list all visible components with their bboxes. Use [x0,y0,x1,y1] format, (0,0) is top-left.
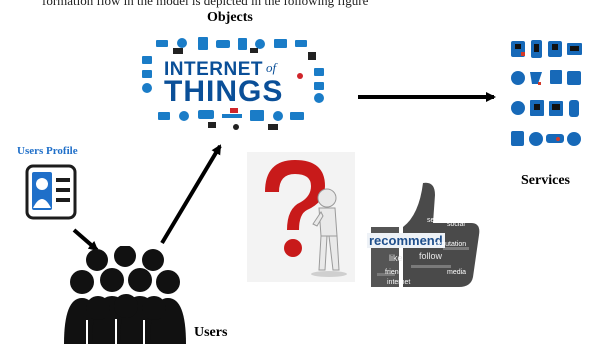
iot-word-of: of [266,60,277,75]
recommend-thumbs-up-cloud: recommend like follow friend social medi… [363,177,483,297]
iot-word-internet: INTERNET [164,59,263,80]
tag-reputation: reputation [435,241,467,248]
services-label: Services [521,173,570,188]
tag-seo: seo [427,217,439,224]
question-mark-icon [265,160,325,230]
objects-label: Objects [207,10,253,25]
services-icon-grid [508,38,588,158]
users-label: Users [194,325,228,340]
iot-icons-cluster [142,37,324,130]
tag-like: like [389,253,403,263]
tag-follow: follow [419,251,443,261]
iot-logo: INTERNET of THINGS [138,34,328,134]
figure-caption: formation flow in the model is depicted … [42,0,369,8]
thinking-figure-image [247,152,355,282]
iot-word-things: THINGS [164,75,284,108]
tag-internet: internet [387,279,411,286]
users-profile-label: Users Profile [17,145,78,157]
profile-card-icon [25,164,77,220]
users-group-icon [62,245,188,344]
arrow-users-to-iot [160,144,222,245]
tag-friend: friend [385,269,403,276]
arrow-profile-to-users [72,228,99,252]
tag-media: media [447,269,467,276]
tag-social: social [447,221,465,228]
recommend-word: recommend [367,233,445,248]
